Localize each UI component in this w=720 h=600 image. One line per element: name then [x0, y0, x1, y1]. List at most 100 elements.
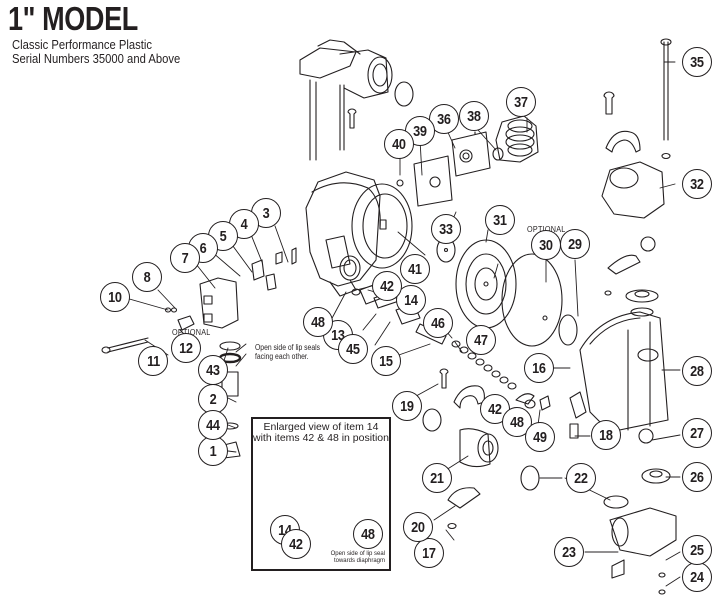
lip-seal-note: Open side of lip seals facing each other… [255, 343, 320, 361]
callout-16: 16 [524, 353, 554, 383]
callout-8: 8 [132, 262, 162, 292]
callout-41: 41 [400, 254, 430, 284]
callout-38-label: 38 [467, 107, 481, 125]
callout-42b-label: 42 [488, 400, 502, 418]
callout-44-label: 44 [206, 416, 220, 434]
subtitle-model: Classic Performance Plastic [12, 38, 153, 52]
callout-49: 49 [525, 422, 555, 452]
inset-callout-48-label: 48 [361, 525, 375, 543]
callout-29: 29 [560, 229, 590, 259]
inset-note: Open side of lip seal towards diaphragm [331, 551, 385, 565]
callout-7-label: 7 [181, 249, 189, 267]
callout-37-label: 37 [514, 93, 528, 111]
callout-6-label: 6 [199, 239, 207, 257]
callout-49-label: 49 [533, 428, 547, 446]
right-top-parts [601, 38, 672, 317]
callout-18-label: 18 [599, 426, 613, 444]
optional-label-diaphragm: OPTIONAL [527, 224, 566, 234]
callout-23: 23 [554, 537, 584, 567]
callout-35: 35 [682, 47, 712, 77]
callout-39-label: 39 [413, 122, 427, 140]
callout-15: 15 [371, 346, 401, 376]
callout-40: 40 [384, 129, 414, 159]
callout-8-label: 8 [143, 268, 151, 286]
inset-callout-48: 48 [353, 519, 383, 549]
subtitle-serial: Serial Numbers 35000 and Above [12, 52, 181, 66]
callout-25: 25 [682, 535, 712, 565]
callout-21: 21 [422, 463, 452, 493]
callout-32-label: 32 [690, 175, 704, 193]
liquid-chamber-28 [579, 311, 669, 444]
callout-12-label: 12 [179, 339, 193, 357]
callout-37: 37 [506, 87, 536, 117]
callout-26-label: 26 [690, 468, 704, 486]
callout-30: 30 [531, 230, 561, 260]
callout-7: 7 [170, 243, 200, 273]
enlarged-view-inset: Enlarged view of item 14 with items 42 &… [251, 417, 391, 571]
callout-42b: 42 [480, 394, 510, 424]
callout-32: 32 [682, 169, 712, 199]
callout-14-label: 14 [404, 291, 418, 309]
callout-22-label: 22 [574, 469, 588, 487]
clamps-and-bolts [422, 368, 587, 530]
center-section [305, 171, 404, 297]
top-manifold [299, 39, 414, 161]
callout-45: 45 [338, 334, 368, 364]
callout-20: 20 [403, 512, 433, 542]
callout-18: 18 [591, 420, 621, 450]
callout-10: 10 [100, 282, 130, 312]
callout-11: 11 [138, 346, 168, 376]
callout-42: 42 [372, 271, 402, 301]
callout-10-label: 10 [108, 288, 122, 306]
callout-23-label: 23 [562, 543, 576, 561]
diaphragms-31-30-33 [436, 237, 578, 347]
callout-24-label: 24 [690, 568, 704, 586]
callout-43-label: 43 [206, 361, 220, 379]
inset-note-line2: towards diaphragm [333, 558, 385, 564]
callout-12: 12 [171, 333, 201, 363]
callout-30-label: 30 [539, 236, 553, 254]
callout-17: 17 [414, 538, 444, 568]
callout-47-label: 47 [474, 331, 488, 349]
callout-41-label: 41 [408, 260, 422, 278]
callout-1: 1 [198, 436, 228, 466]
callout-48: 48 [303, 307, 333, 337]
callout-35-label: 35 [690, 53, 704, 71]
callout-25-label: 25 [690, 541, 704, 559]
callout-31: 31 [485, 205, 515, 235]
lip-seal-note-line1: Open side of lip seals [255, 343, 321, 352]
callout-42-label: 42 [380, 277, 394, 295]
callout-17-label: 17 [422, 544, 436, 562]
callout-36-label: 36 [437, 110, 451, 128]
callout-48b-label: 48 [510, 413, 524, 431]
callout-45-label: 45 [346, 340, 360, 358]
callout-28-label: 28 [690, 362, 704, 380]
callout-15-label: 15 [379, 352, 393, 370]
lip-seal-note-line2: facing each other. [255, 352, 309, 361]
callout-27-label: 27 [690, 424, 704, 442]
callout-16-label: 16 [532, 359, 546, 377]
air-valve-37 [492, 115, 539, 163]
callout-31-label: 31 [493, 211, 507, 229]
callout-28: 28 [682, 356, 712, 386]
callout-40-label: 40 [392, 135, 406, 153]
air-valve-assembly-left [101, 247, 297, 459]
callout-33: 33 [431, 214, 461, 244]
callout-21-label: 21 [430, 469, 444, 487]
callout-4-label: 4 [240, 215, 248, 233]
callout-46-label: 46 [431, 314, 445, 332]
air-chamber-diaphragm-41 [351, 183, 413, 269]
callout-11-label: 11 [146, 352, 160, 370]
callout-5-label: 5 [219, 227, 227, 245]
callout-44: 44 [198, 410, 228, 440]
callout-47: 47 [466, 325, 496, 355]
callout-24: 24 [682, 562, 712, 592]
callout-33-label: 33 [439, 220, 453, 238]
callout-46: 46 [423, 308, 453, 338]
inset-callout-42: 42 [281, 529, 311, 559]
inset-callout-42-label: 42 [289, 535, 303, 553]
callout-19: 19 [392, 391, 422, 421]
inset-title: Enlarged view of item 14 with items 42 &… [253, 422, 389, 444]
callout-27: 27 [682, 418, 712, 448]
callout-22: 22 [566, 463, 596, 493]
